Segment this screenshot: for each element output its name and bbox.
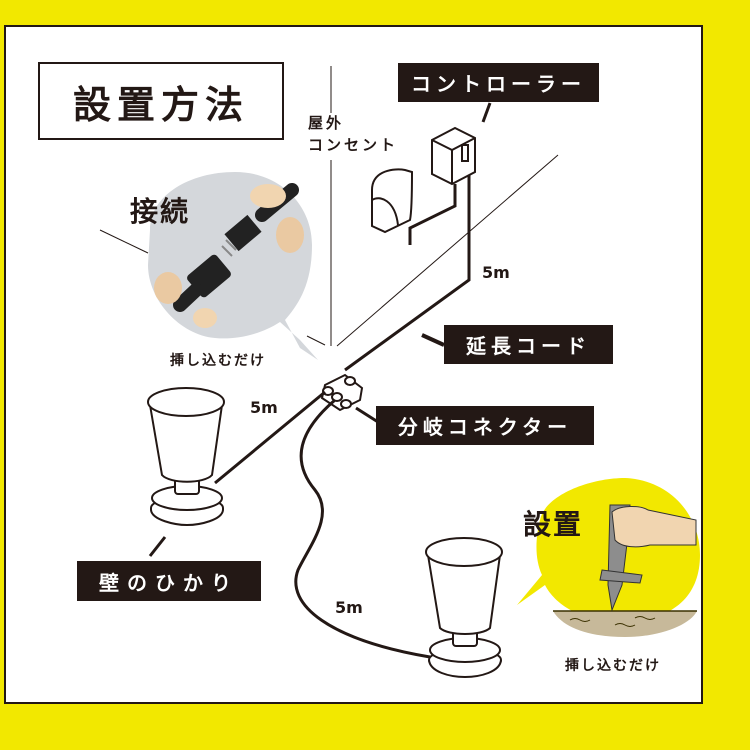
outlet-label-line2: コンセント [308,136,399,154]
install-caption: 挿し込むだけ [565,658,661,674]
wall-light-label: 壁のひかり [77,561,261,601]
install-bubble [517,478,700,637]
outlet-icon [371,168,414,234]
connect-heading: 接続 [130,195,191,228]
outlet-label: 屋外 コンセント [308,112,398,156]
controller-label: コントローラー [398,63,599,102]
ground-light-icon [425,537,503,679]
connect-bubble [148,172,318,360]
extension-cord-label: 延長コード [444,325,613,364]
controller-icon [431,126,476,186]
branch-connector-label: 分岐コネクター [376,406,594,445]
wall-floor-line [336,154,559,347]
install-heading: 設置 [523,508,584,541]
page-title: 設置方法 [38,62,284,140]
wall-light-icon [147,387,225,527]
outlet-label-line1: 屋外 [308,114,345,132]
controller-cord-length: 5m [482,263,510,282]
connect-caption: 挿し込むだけ [170,353,266,369]
wall-light-cord-length: 5m [250,398,278,417]
ground-light-cord-length: 5m [335,598,363,617]
